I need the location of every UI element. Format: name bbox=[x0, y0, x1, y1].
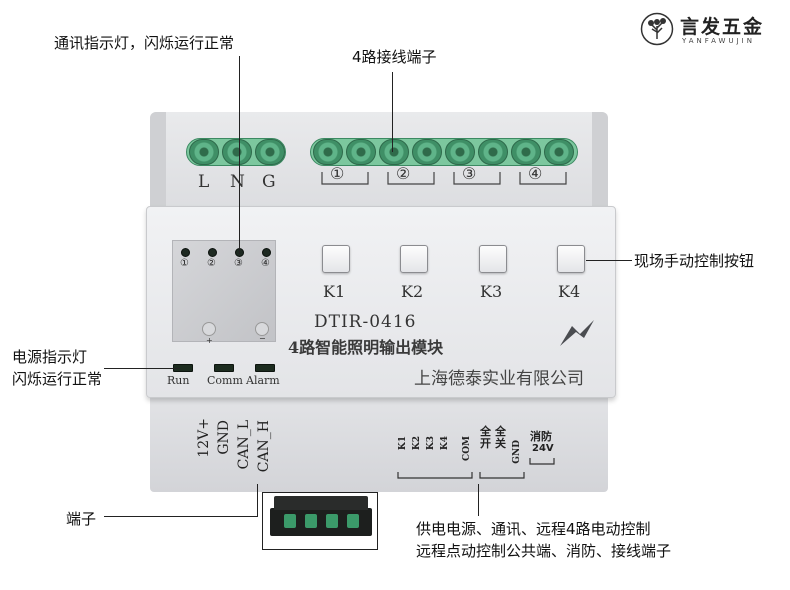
terminal-screw bbox=[313, 139, 343, 165]
leader-terminals bbox=[392, 72, 393, 152]
plug-pin bbox=[284, 514, 296, 528]
terminal-label-n: N bbox=[230, 172, 245, 192]
callout-bottom-1: 供电电源、通讯、远程4路电动控制 bbox=[416, 520, 651, 538]
all-terms-bracket bbox=[479, 472, 525, 479]
fire-terms-bracket bbox=[529, 458, 555, 465]
bottom-term-gnd2: GND bbox=[512, 440, 522, 464]
bottom-term-all-off: 全关 bbox=[495, 425, 506, 450]
leader-bottom bbox=[478, 484, 479, 516]
terminal-screw bbox=[379, 139, 409, 165]
adjust-plus-knob[interactable] bbox=[202, 322, 216, 336]
bottom-term-com: COM bbox=[462, 436, 472, 461]
channel-label-2: ② bbox=[396, 164, 411, 183]
callout-manual-buttons: 现场手动控制按钮 bbox=[634, 252, 755, 270]
channel-led-2 bbox=[208, 248, 217, 257]
channel-label-4: ④ bbox=[528, 164, 543, 183]
terminal-screw bbox=[478, 139, 508, 165]
leader-comm-led bbox=[239, 56, 240, 254]
company-logo-icon bbox=[560, 320, 594, 346]
plug-pin bbox=[347, 514, 359, 528]
device-bottom-housing bbox=[150, 396, 608, 492]
led-label-2: ② bbox=[207, 258, 216, 269]
product-name: 4路智能照明输出模块 bbox=[288, 338, 444, 357]
bottom-term-12v: 12V+ bbox=[196, 418, 212, 458]
channel-label-1: ① bbox=[330, 164, 345, 183]
button-k3-label: K3 bbox=[480, 282, 503, 301]
bottom-term-can-h: CAN_H bbox=[256, 420, 272, 473]
bottom-term-all-on: 全开 bbox=[480, 425, 491, 450]
terminal-screw bbox=[412, 139, 442, 165]
button-k4[interactable] bbox=[557, 245, 585, 273]
button-k2-label: K2 bbox=[401, 282, 424, 301]
terminal-screw bbox=[511, 139, 541, 165]
channel-brackets bbox=[321, 172, 567, 185]
terminal-screw bbox=[445, 139, 475, 165]
button-k1[interactable] bbox=[322, 245, 350, 273]
bottom-term-k4: K4 bbox=[440, 436, 450, 451]
leader-terminal-v bbox=[257, 484, 258, 517]
device-rail-left bbox=[150, 112, 166, 212]
brand-sub: YANFAWUJIN bbox=[682, 37, 755, 45]
callout-power-led-2: 闪烁运行正常 bbox=[12, 370, 103, 388]
comm-led bbox=[214, 364, 234, 372]
bottom-term-gnd: GND bbox=[216, 420, 232, 455]
callout-power-led-1: 电源指示灯 bbox=[12, 348, 88, 366]
plug-terminal-top bbox=[274, 496, 368, 510]
alarm-label: Alarm bbox=[246, 374, 280, 387]
run-label: Run bbox=[167, 374, 190, 387]
brand-name: 言发五金 bbox=[680, 16, 765, 38]
leader-terminal-h bbox=[104, 516, 258, 517]
plug-pin bbox=[305, 514, 317, 528]
callout-terminals: 4路接线端子 bbox=[352, 48, 437, 66]
comm-label: Comm bbox=[207, 374, 243, 387]
plug-pin bbox=[326, 514, 338, 528]
button-k2[interactable] bbox=[400, 245, 428, 273]
device-rail-right bbox=[592, 112, 608, 212]
bottom-term-k1: K1 bbox=[398, 436, 408, 451]
brand-logo: 言发五金 YANFAWUJIN bbox=[640, 10, 780, 50]
terminal-label-g: G bbox=[262, 172, 276, 192]
adjust-plus-label: + bbox=[206, 336, 213, 345]
button-k4-label: K4 bbox=[558, 282, 581, 301]
callout-bottom-2: 远程点动控制公共端、消防、接线端子 bbox=[416, 542, 672, 560]
leader-manual-buttons bbox=[586, 260, 632, 261]
bottom-term-fire: 消防 bbox=[530, 430, 552, 443]
channel-led-4 bbox=[262, 248, 271, 257]
bottom-term-k3: K3 bbox=[426, 436, 436, 451]
callout-terminal: 端子 bbox=[66, 510, 97, 528]
channel-label-3: ③ bbox=[462, 164, 477, 183]
adjust-minus-knob[interactable] bbox=[255, 322, 269, 336]
callout-comm-led: 通讯指示灯，闪烁运行正常 bbox=[54, 34, 235, 52]
leader-power-led bbox=[104, 368, 180, 369]
tree-icon bbox=[640, 12, 674, 46]
company-name: 上海德泰实业有限公司 bbox=[414, 369, 584, 389]
terminal-screw bbox=[346, 139, 376, 165]
adjust-minus-label: − bbox=[259, 334, 266, 343]
channel-led-1 bbox=[181, 248, 190, 257]
button-k3[interactable] bbox=[479, 245, 507, 273]
terminal-label-l: L bbox=[198, 172, 210, 192]
bottom-term-k2: K2 bbox=[412, 436, 422, 451]
led-label-3: ③ bbox=[234, 258, 243, 269]
model-number: DTIR-0416 bbox=[314, 312, 417, 332]
bottom-term-can-l: CAN_L bbox=[236, 420, 252, 470]
bottom-term-24v: 24V bbox=[532, 443, 554, 454]
terminal-screw bbox=[255, 139, 285, 165]
button-k1-label: K1 bbox=[323, 282, 346, 301]
terminal-screw bbox=[189, 139, 219, 165]
terminal-screw bbox=[544, 139, 574, 165]
alarm-led bbox=[255, 364, 275, 372]
led-label-1: ① bbox=[180, 258, 189, 269]
led-label-4: ④ bbox=[261, 258, 270, 269]
k-terms-bracket bbox=[397, 472, 473, 479]
terminal-screw bbox=[222, 139, 252, 165]
